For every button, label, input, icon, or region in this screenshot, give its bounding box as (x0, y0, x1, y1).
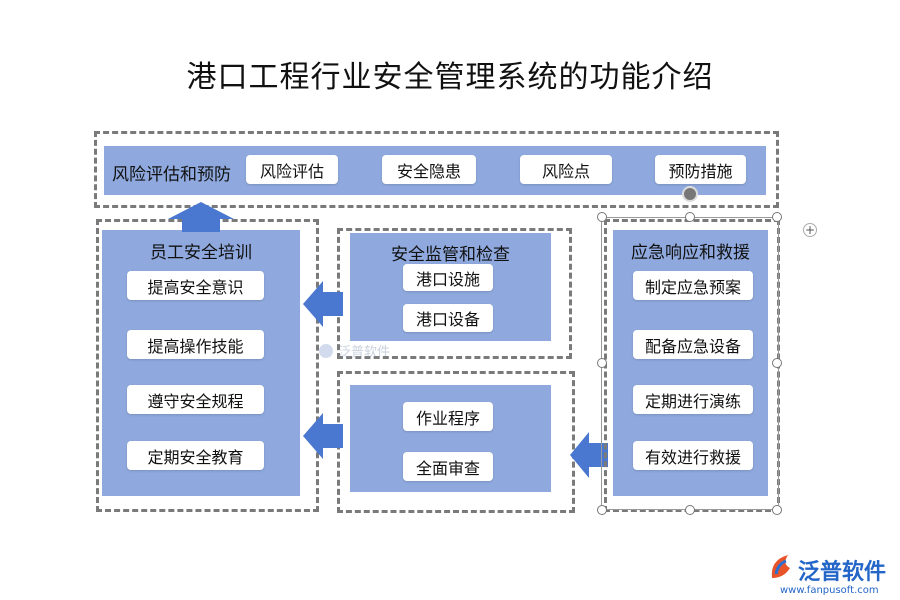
top-item-prevention: 预防措施 (655, 155, 746, 184)
layout-options-icon[interactable]: + (803, 223, 817, 237)
emergency-item-drills: 定期进行演练 (633, 385, 753, 414)
monitoring-item-equipment: 港口设备 (403, 304, 493, 332)
monitoring-label: 安全监管和检查 (391, 245, 510, 265)
brand-logo-text: 泛普软件 (798, 560, 887, 585)
training-label: 员工安全培训 (150, 243, 252, 263)
resize-handle-w[interactable] (597, 358, 607, 368)
resize-handle-e[interactable] (772, 358, 782, 368)
emergency-item-plan: 制定应急预案 (633, 271, 753, 300)
center-watermark-text: 泛普软件 (338, 345, 391, 360)
top-item-risk-assessment: 风险评估 (246, 155, 338, 184)
brand-logo-icon (771, 555, 790, 578)
top-section-label: 风险评估和预防 (112, 165, 231, 185)
emergency-item-equipment: 配备应急设备 (633, 330, 753, 359)
resize-handle-s[interactable] (685, 505, 695, 515)
emergency-item-rescue: 有效进行救援 (633, 441, 753, 470)
training-item-education: 定期安全教育 (127, 441, 264, 470)
left-arrow-icon (570, 432, 608, 478)
training-item-skills: 提高操作技能 (127, 330, 264, 359)
top-item-risk-point: 风险点 (520, 155, 612, 184)
rotate-handle-icon[interactable] (682, 186, 698, 202)
top-item-safety-hazard: 安全隐患 (382, 155, 476, 184)
left-arrow-icon (303, 413, 343, 459)
resize-handle-n[interactable] (685, 212, 695, 222)
up-arrow-icon (168, 202, 234, 232)
top-section-frame (94, 131, 779, 208)
brand-logo: 泛普软件 www.fanpusoft.com (760, 552, 895, 598)
page-title: 港口工程行业安全管理系统的功能介绍 (186, 60, 714, 95)
watermark-logo-icon (319, 343, 333, 358)
resize-handle-ne[interactable] (772, 212, 782, 222)
emergency-label: 应急响应和救援 (631, 243, 750, 263)
brand-url: www.fanpusoft.com (780, 585, 879, 596)
resize-handle-sw[interactable] (597, 505, 607, 515)
left-arrow-icon (303, 281, 343, 327)
training-item-awareness: 提高安全意识 (127, 271, 264, 300)
procedure-item-review: 全面审查 (403, 452, 493, 481)
center-watermark: 泛普软件 (318, 341, 390, 360)
procedure-item-operation: 作业程序 (403, 402, 493, 431)
monitoring-item-facilities: 港口设施 (403, 264, 493, 291)
resize-handle-se[interactable] (772, 505, 782, 515)
resize-handle-nw[interactable] (597, 212, 607, 222)
training-item-rules: 遵守安全规程 (127, 385, 264, 414)
